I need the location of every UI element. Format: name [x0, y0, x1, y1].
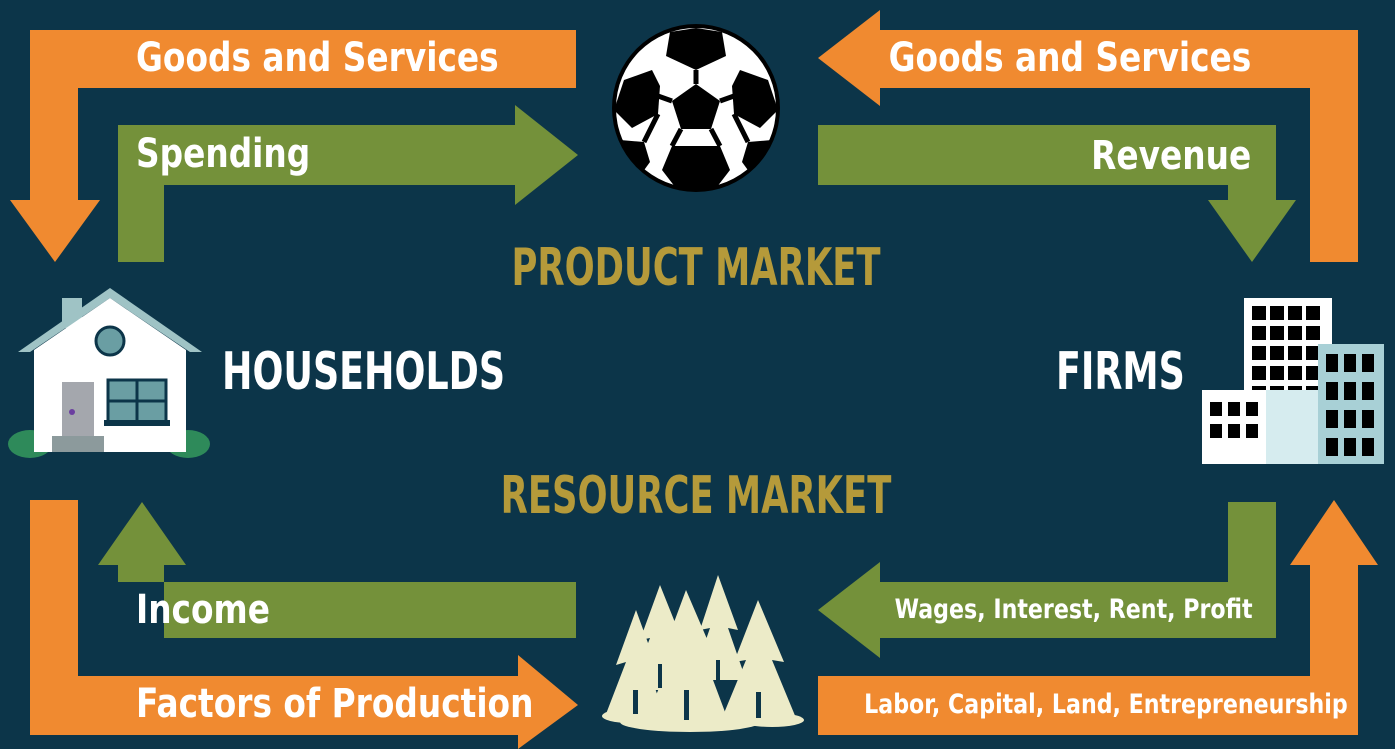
spending-label: Spending — [136, 131, 311, 177]
wages-interest-rent-profit-label: Wages, Interest, Rent, Profit — [894, 594, 1253, 625]
factors-of-production-label: Factors of Production — [136, 681, 534, 727]
spending-arrow — [118, 105, 578, 262]
wages-interest-rent-profit-arrow — [818, 502, 1276, 658]
revenue-label: Revenue — [1090, 133, 1251, 179]
households-label: HOUSEHOLDS — [222, 342, 506, 402]
income-arrow — [98, 502, 576, 638]
goods-from-firms-label: Goods and Services — [888, 35, 1251, 81]
firms-label: FIRMS — [1056, 342, 1185, 402]
labor-capital-land-arrow — [818, 500, 1378, 735]
income-label: Income — [136, 587, 270, 633]
goods-to-households-label: Goods and Services — [136, 35, 499, 81]
goods-to-households-arrow — [10, 30, 576, 262]
revenue-arrow — [818, 125, 1296, 262]
goods-from-firms-arrow — [818, 10, 1358, 262]
product-market-label: PRODUCT MARKET — [511, 238, 881, 298]
resource-market-label: RESOURCE MARKET — [500, 466, 892, 526]
labor-capital-land-label: Labor, Capital, Land, Entrepreneurship — [864, 689, 1348, 720]
factors-of-production-arrow — [30, 500, 578, 749]
